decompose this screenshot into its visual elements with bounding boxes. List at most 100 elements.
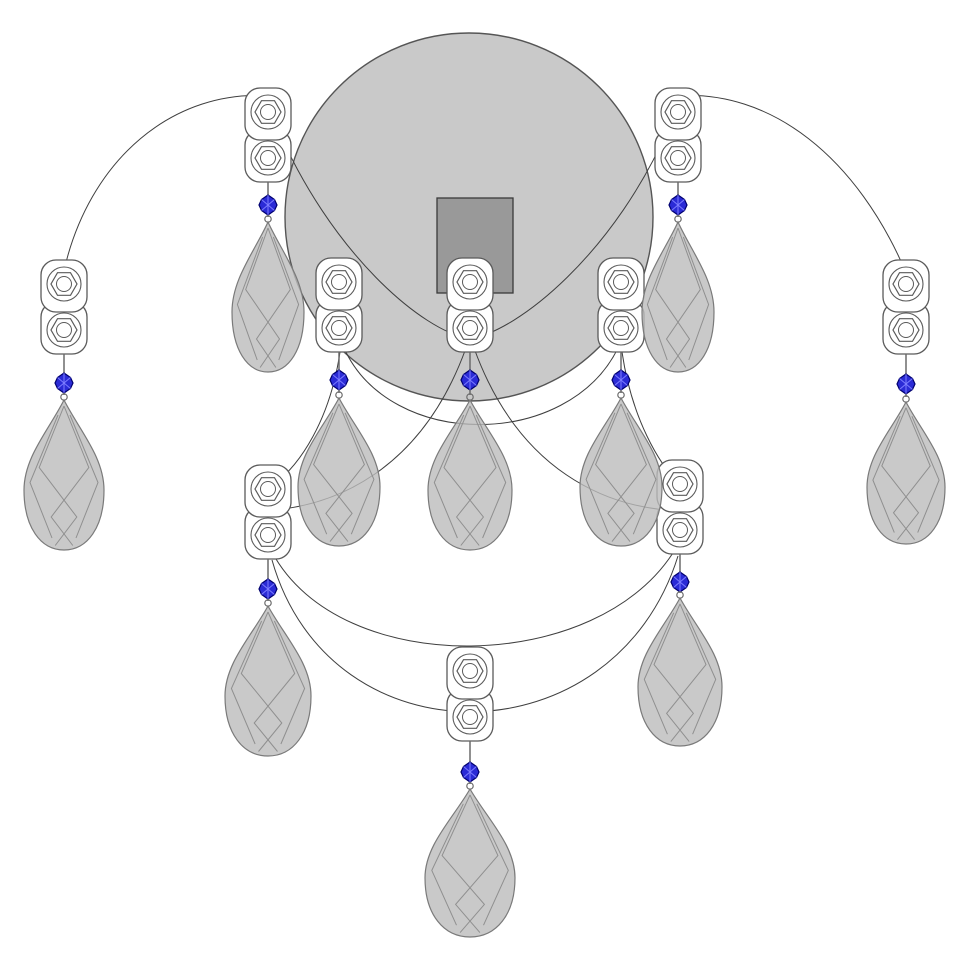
bead-facet-line bbox=[899, 378, 913, 390]
crystal-bead-right-center bbox=[611, 369, 631, 391]
hex-nut bbox=[50, 318, 78, 342]
crystal-body bbox=[231, 220, 305, 373]
nut-bore bbox=[613, 320, 629, 336]
teardrop-crystal-mid-left bbox=[224, 604, 312, 757]
crystal-facet-line bbox=[892, 407, 931, 541]
teardrop-crystal-bottom bbox=[424, 787, 516, 938]
outer-left-swag bbox=[62, 94, 273, 276]
hex-nut bbox=[254, 100, 282, 124]
crystal-facet-line bbox=[626, 412, 657, 535]
connector-clasp-top-right bbox=[654, 87, 702, 183]
crystal-facet-line bbox=[245, 227, 281, 368]
hex-nut bbox=[892, 272, 920, 296]
nut-bore bbox=[260, 150, 276, 166]
teardrop-crystal-left-center bbox=[297, 396, 381, 547]
crystal-facet-line bbox=[595, 403, 635, 542]
hex-nut bbox=[456, 316, 484, 340]
teardrop-crystal-mid-right bbox=[637, 596, 723, 747]
crystal-facet-line bbox=[454, 794, 499, 933]
crystal-facet-line bbox=[313, 403, 353, 542]
bead-facet-line bbox=[261, 199, 275, 211]
crystal-body bbox=[23, 398, 105, 551]
teardrop-crystal-top-left bbox=[231, 220, 305, 373]
crystal-facet-line bbox=[476, 803, 509, 926]
connector-clasp-mid-right bbox=[656, 459, 704, 555]
crystal-facet-line bbox=[29, 414, 59, 539]
connector-clasp-far-right bbox=[882, 259, 930, 355]
hex-nut bbox=[666, 472, 694, 496]
hex-nut bbox=[456, 270, 484, 294]
crystal-facet-line bbox=[646, 236, 674, 361]
teardrop-crystal-far-left bbox=[23, 398, 105, 551]
crystal-facet-line bbox=[303, 412, 334, 535]
bead-facet-line bbox=[332, 374, 346, 386]
crystal-bead-left-center bbox=[329, 369, 349, 391]
crystal-facet-line bbox=[38, 405, 78, 546]
teardrop-crystal-right-center bbox=[579, 396, 663, 547]
nut-bore bbox=[56, 322, 72, 338]
crystal-facet-line bbox=[665, 227, 701, 368]
hex-nut bbox=[666, 518, 694, 542]
crystal-facet-line bbox=[585, 412, 616, 535]
crystal-facet-line bbox=[344, 412, 375, 535]
hex-nut bbox=[254, 477, 282, 501]
connector-clasp-center bbox=[446, 257, 494, 353]
crystal-bead-far-left bbox=[54, 372, 74, 394]
crystal-body bbox=[424, 787, 516, 938]
nut-bore bbox=[670, 150, 686, 166]
crystal-facet-line bbox=[240, 611, 283, 752]
outer-right-swag bbox=[673, 94, 908, 276]
connector-clasp-top-left bbox=[244, 87, 292, 183]
crystal-facet-line bbox=[607, 403, 647, 542]
connector-clasp-mid-left bbox=[244, 464, 292, 560]
crystal-bead-bottom bbox=[460, 761, 480, 783]
crystal-facet-line bbox=[872, 416, 901, 533]
crystal-facet-line bbox=[255, 227, 291, 368]
teardrop-crystal-top-right bbox=[641, 220, 715, 373]
crystal-facet-line bbox=[236, 236, 264, 361]
crystal-bead-center bbox=[460, 369, 480, 391]
nut-bore bbox=[462, 274, 478, 290]
crystal-facet-line bbox=[655, 227, 691, 368]
nut-bore bbox=[670, 104, 686, 120]
nut-bore bbox=[56, 276, 72, 292]
layer-connectors bbox=[40, 87, 930, 742]
crystal-facet-line bbox=[665, 603, 707, 742]
bead-facet-line bbox=[463, 374, 477, 386]
layer-pendants bbox=[23, 220, 946, 938]
hex-nut bbox=[607, 270, 635, 294]
crystal-facet-line bbox=[433, 414, 465, 539]
crystal-facet-line bbox=[272, 236, 300, 361]
nut-bore bbox=[462, 663, 478, 679]
crystal-facet-line bbox=[50, 405, 90, 546]
crystal-body bbox=[224, 604, 312, 757]
crystal-bead-far-right bbox=[896, 373, 916, 395]
nut-bore bbox=[260, 527, 276, 543]
bead-facet-line bbox=[614, 374, 628, 386]
hex-nut bbox=[456, 705, 484, 729]
nut-bore bbox=[462, 320, 478, 336]
hex-nut bbox=[607, 316, 635, 340]
bead-facet-line bbox=[463, 766, 477, 778]
nut-bore bbox=[898, 276, 914, 292]
crystal-facet-line bbox=[643, 612, 675, 735]
nut-bore bbox=[260, 481, 276, 497]
crystal-bead-top-left bbox=[258, 194, 278, 216]
crystal-body bbox=[637, 596, 723, 747]
crystal-facet-line bbox=[441, 794, 486, 933]
bead-facet-line bbox=[261, 583, 275, 595]
crystal-facet-line bbox=[455, 405, 497, 546]
crystal-facet-line bbox=[685, 612, 717, 735]
crystal-facet-line bbox=[69, 414, 99, 539]
hex-nut bbox=[664, 100, 692, 124]
layer-chains bbox=[54, 182, 916, 790]
crystal-body bbox=[641, 220, 715, 373]
hex-nut bbox=[664, 146, 692, 170]
teardrop-crystal-center bbox=[427, 398, 513, 551]
nut-bore bbox=[672, 476, 688, 492]
bead-facet-line bbox=[671, 199, 685, 211]
hex-nut bbox=[325, 316, 353, 340]
nut-bore bbox=[898, 322, 914, 338]
